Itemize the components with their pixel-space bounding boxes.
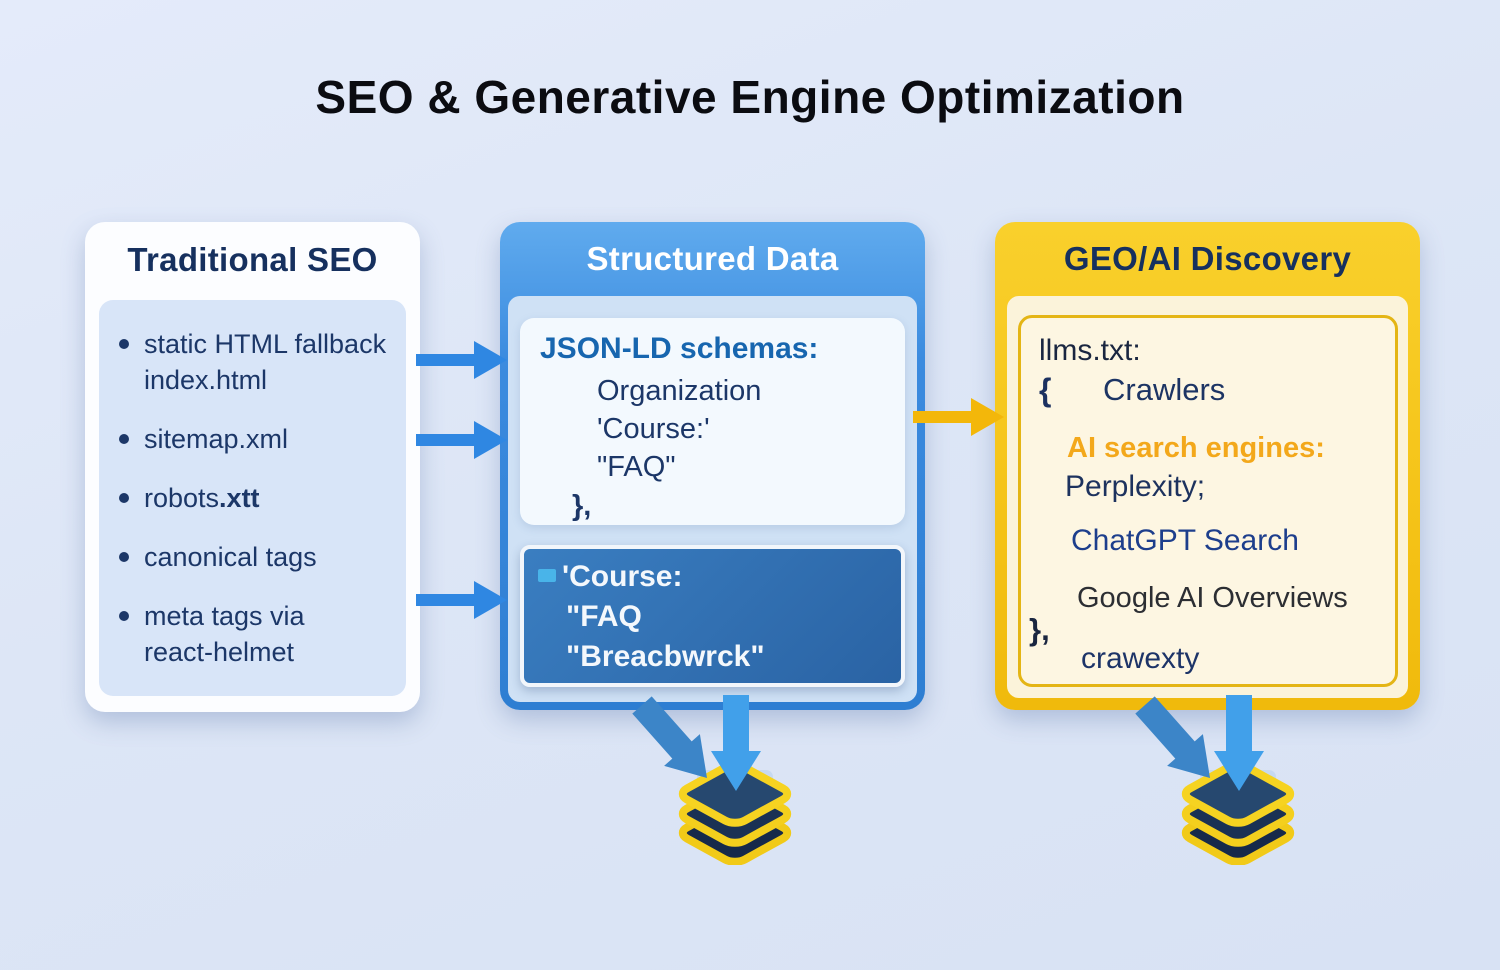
list-item-label: robots.xtt <box>144 480 260 516</box>
json-ld-line: "FAQ" <box>597 451 676 483</box>
ai-search-engines-label: AI search engines: <box>1067 432 1325 464</box>
course-schema-box: 'Course: "FAQ "Breacbwrck" <box>520 545 905 687</box>
list-item: static HTML fallback index.html <box>119 326 402 398</box>
json-ld-line: 'Course:' <box>597 413 710 445</box>
traditional-seo-panel: static HTML fallback index.html sitemap.… <box>99 300 406 696</box>
square-bullet-icon <box>538 569 556 582</box>
list-item-label-bold: .xtt <box>219 483 260 513</box>
list-item-label: meta tags via react-helmet <box>144 601 305 667</box>
json-ld-closing-brace: }, <box>572 490 592 522</box>
geo-ai-body: llms.txt: { Crawlers AI search engines: … <box>1007 296 1408 698</box>
card-structured-data-header: Structured Data <box>586 240 839 277</box>
json-ld-line: Organization <box>597 375 762 407</box>
crawexty-label: crawexty <box>1081 642 1200 675</box>
arrow-right-icon <box>416 341 507 379</box>
course-box-label: 'Course: <box>562 560 683 593</box>
closing-brace: }, <box>1029 612 1050 647</box>
card-traditional-seo-header: Traditional SEO <box>127 241 378 278</box>
json-ld-title: JSON-LD schemas: <box>540 332 819 365</box>
course-box-line: "FAQ <box>566 600 642 633</box>
list-item-label: static HTML fallback index.html <box>144 329 387 395</box>
crawlers-label: Crawlers <box>1103 372 1226 407</box>
bullet-icon <box>119 552 129 562</box>
perplexity-label: Perplexity; <box>1065 470 1206 503</box>
list-item-label: canonical tags <box>144 542 317 572</box>
chatgpt-search-label: ChatGPT Search <box>1071 524 1299 557</box>
course-box-line: 'Course: <box>538 557 901 597</box>
list-item-label: sitemap.xml <box>144 424 289 454</box>
arrow-right-yellow-icon <box>913 398 1004 436</box>
card-geo-ai-discovery-header: GEO/AI Discovery <box>1063 240 1352 277</box>
open-brace: { <box>1039 372 1052 408</box>
course-box-line: "Breacbwrck" <box>566 640 765 673</box>
list-item: robots.xtt <box>119 480 402 516</box>
llms-txt-panel: llms.txt: { Crawlers AI search engines: … <box>1018 315 1398 687</box>
arrow-right-icon <box>416 581 507 619</box>
llms-title: llms.txt: <box>1039 334 1141 367</box>
google-ai-overviews-label: Google AI Overviews <box>1077 582 1348 614</box>
card-traditional-seo: Traditional SEO static HTML fallback ind… <box>85 222 420 712</box>
layers-stack-icon <box>1135 695 1323 865</box>
list-item: sitemap.xml <box>119 421 402 457</box>
card-structured-data: Structured Data JSON-LD schemas: Organiz… <box>500 222 925 710</box>
arrow-right-icon <box>416 421 507 459</box>
page-title: SEO & Generative Engine Optimization <box>315 71 1185 123</box>
card-geo-ai-discovery: GEO/AI Discovery llms.txt: { Crawlers AI… <box>995 222 1420 710</box>
bullet-icon <box>119 611 129 621</box>
structured-data-body: JSON-LD schemas: Organization 'Course:' … <box>508 296 917 702</box>
list-item-label-part: robots <box>144 483 220 513</box>
bullet-icon <box>119 339 129 349</box>
json-ld-box: JSON-LD schemas: Organization 'Course:' … <box>520 318 905 525</box>
bullet-icon <box>119 493 129 503</box>
bullet-icon <box>119 434 129 444</box>
layers-stack-icon <box>632 695 820 865</box>
traditional-seo-list: static HTML fallback index.html sitemap.… <box>119 326 402 670</box>
list-item: meta tags via react-helmet <box>119 598 402 670</box>
list-item: canonical tags <box>119 539 402 575</box>
